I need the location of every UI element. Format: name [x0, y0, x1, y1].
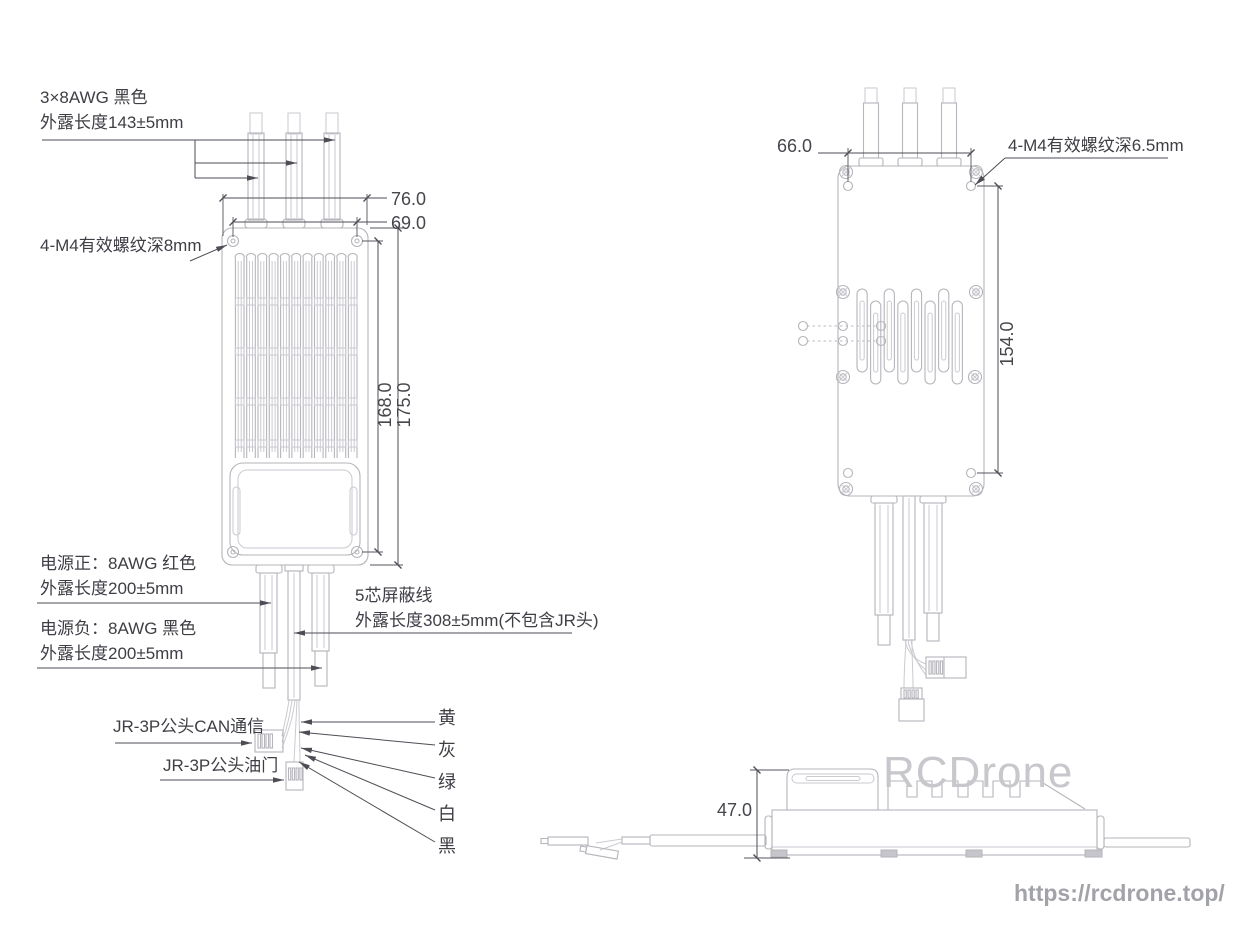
- watermark-url: https://rcdrone.top/: [1014, 880, 1225, 906]
- dim-front-height-inner: 168.0: [375, 382, 395, 427]
- back-cooling-channel: [856, 288, 963, 385]
- wire-color-label-white: 白: [438, 804, 456, 824]
- back-body: [797, 164, 985, 497]
- dim-back-hole-height: 154.0: [997, 321, 1017, 366]
- back-dimensions: 66.0 154.0: [777, 136, 1168, 477]
- motor-wire: [244, 112, 268, 229]
- side-feet: [770, 849, 1103, 858]
- label-line: 3×8AWG 黑色: [40, 88, 148, 107]
- throttle-connector-back: [898, 687, 925, 722]
- water-port-projection: [797, 320, 887, 347]
- corner-screw: [838, 164, 854, 180]
- side-dimensions: 47.0: [717, 766, 790, 862]
- label-can-connector: JR-3P公头CAN通信: [113, 714, 264, 739]
- throttle-connector: [285, 761, 304, 791]
- label-motor-wires: 3×8AWG 黑色 外露长度143±5mm: [40, 85, 183, 135]
- label-line: 外露长度308±5mm(不包含JR头): [355, 611, 599, 630]
- side-fins-profile: [887, 780, 1086, 810]
- label-line: 外露长度200±5mm: [40, 644, 184, 663]
- label-line: JR-3P公头油门: [163, 756, 279, 775]
- power-wire-positive: [255, 564, 283, 689]
- can-connector: [254, 729, 284, 753]
- power-wire: [919, 495, 947, 642]
- front-lower-box: [229, 462, 361, 556]
- side-wires: [540, 834, 1191, 860]
- wire-color-label-yellow: 黄: [438, 708, 456, 728]
- front-leader-lines: [37, 137, 572, 843]
- back-view: 66.0 154.0: [777, 87, 1168, 722]
- front-heatsink-fins: [234, 252, 358, 459]
- label-front-thread: 4-M4有效螺纹深8mm: [40, 233, 202, 258]
- label-line: 4-M4有效螺纹深6.5mm: [1008, 136, 1184, 155]
- motor-wire: [282, 112, 306, 229]
- label-line: 5芯屏蔽线: [355, 586, 433, 605]
- motor-stud: [897, 87, 923, 167]
- front-view: 76.0 69.0 168.0 175.0: [37, 112, 572, 843]
- dim-front-width-outer: 76.0: [391, 189, 426, 209]
- side-body: [771, 809, 1098, 856]
- corner-screw: [838, 481, 854, 497]
- motor-stud: [936, 87, 962, 167]
- dim-front-width-inner: 69.0: [391, 213, 426, 233]
- label-shielded-cable: 5芯屏蔽线 外露长度308±5mm(不包含JR头): [355, 583, 599, 633]
- wire-color-label-green: 绿: [438, 772, 456, 792]
- motor-wire: [320, 112, 344, 229]
- m4-hole: [965, 467, 977, 479]
- motor-stud: [858, 87, 884, 167]
- corner-screw: [968, 481, 984, 497]
- front-motor-wires: [244, 112, 344, 229]
- back-wires: [870, 495, 967, 722]
- dim-side-height: 47.0: [717, 800, 752, 820]
- m4-hole: [965, 180, 977, 192]
- m4-hole: [842, 467, 854, 479]
- label-line: 电源负：8AWG 黑色: [40, 619, 197, 638]
- side-view: 47.0: [540, 766, 1191, 862]
- front-power-wires: [255, 564, 335, 689]
- label-back-thread: 4-M4有效螺纹深6.5mm: [1008, 133, 1184, 158]
- label-line: 4-M4有效螺纹深8mm: [40, 236, 202, 255]
- can-connector-back: [925, 656, 967, 679]
- signal-cable: [898, 495, 967, 722]
- mid-screw: [967, 369, 983, 385]
- power-wire-negative: [307, 564, 335, 687]
- m4-hole: [842, 180, 854, 192]
- wire-color-label-gray: 灰: [438, 740, 456, 760]
- watermark-brand: RCDrone: [883, 748, 1074, 797]
- side-cap-cover: [786, 768, 879, 810]
- wire-color-label-black: 黑: [438, 836, 456, 856]
- label-line: 外露长度200±5mm: [40, 579, 184, 598]
- power-wire: [870, 495, 898, 646]
- dim-front-height-outer: 175.0: [394, 382, 414, 427]
- front-dimensions: 76.0 69.0 168.0 175.0: [219, 189, 426, 569]
- label-power-positive: 电源正：8AWG 红色 外露长度200±5mm: [40, 551, 196, 601]
- label-power-negative: 电源负：8AWG 黑色 外露长度200±5mm: [40, 616, 196, 666]
- label-throttle-connector: JR-3P公头油门: [163, 753, 278, 778]
- mid-screw: [968, 284, 984, 300]
- label-line: 外露长度143±5mm: [40, 113, 184, 132]
- front-body: [221, 227, 369, 566]
- label-line: 电源正：8AWG 红色: [40, 554, 197, 573]
- dim-back-hole-spacing: 66.0: [777, 136, 812, 156]
- label-line: JR-3P公头CAN通信: [113, 717, 265, 736]
- back-studs: [858, 87, 962, 167]
